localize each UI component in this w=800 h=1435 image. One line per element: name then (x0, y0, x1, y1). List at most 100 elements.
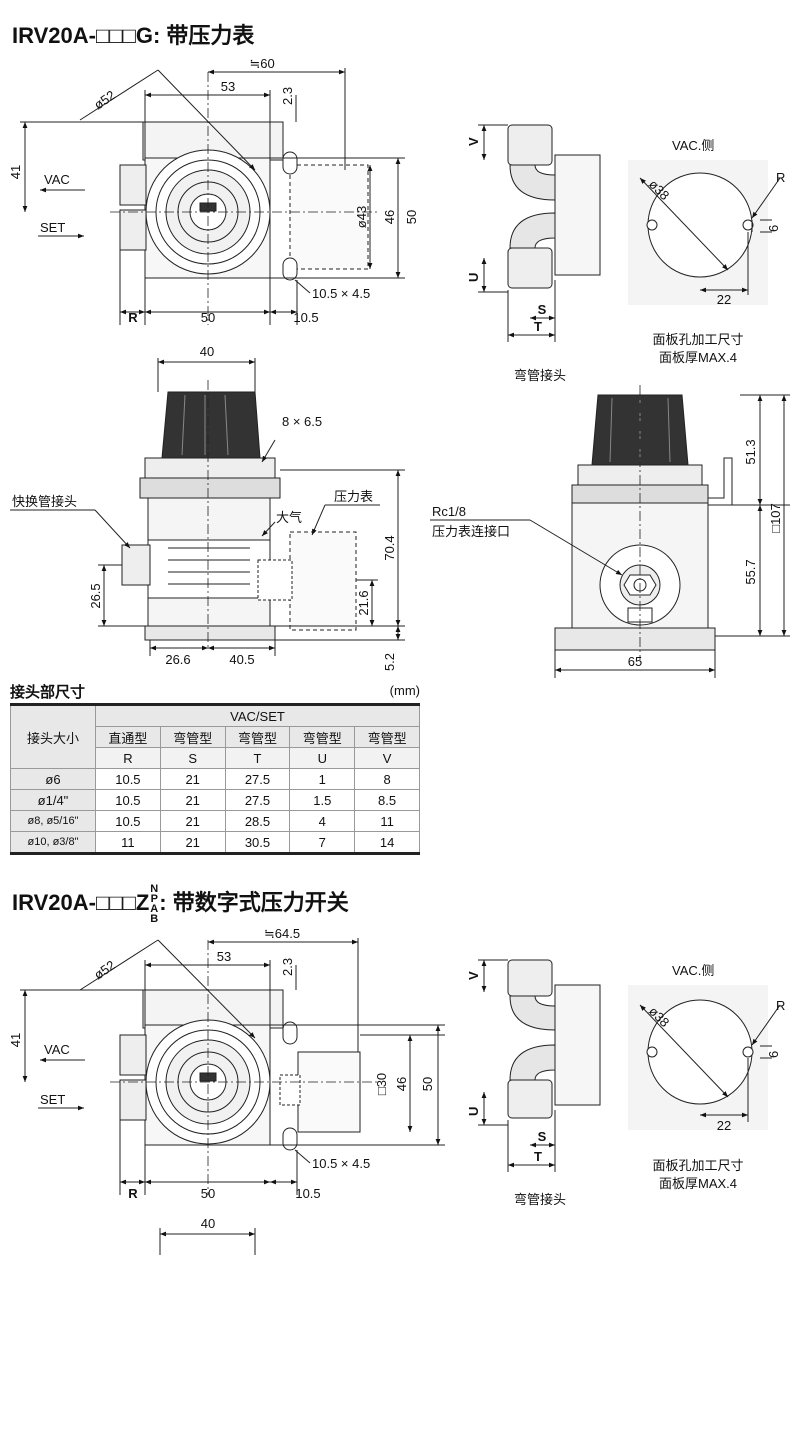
s1-top-view (20, 68, 405, 325)
cell: 7 (289, 831, 356, 854)
cell: 1.5 (289, 789, 356, 811)
label-gauge-port: 压力表连接口 (432, 524, 510, 539)
panel-caption-2: 面板厚MAX.4 (659, 350, 737, 365)
cell: 11 (354, 810, 420, 832)
front-dim-21-6: 21.6 (356, 590, 371, 615)
col-v: V (354, 747, 420, 769)
panel-vac-side: VAC.侧 (672, 138, 714, 153)
option-a: A (150, 903, 159, 915)
table-row: ø6 10.5 21 27.5 1 8 (10, 768, 420, 790)
side-dim-107: □107 (768, 503, 783, 533)
s2-elbow-view (478, 959, 601, 1172)
elbow-caption: 弯管接头 (514, 368, 566, 383)
row-size: ø8, ø5/16" (10, 810, 96, 832)
label-vac: VAC (44, 172, 70, 187)
elbow-v: V (466, 137, 481, 146)
section2-title-prefix: IRV20A-□□□Z (12, 889, 150, 915)
s2-dim-dia-52: ø52 (91, 957, 118, 982)
front-dim-26-6: 26.6 (165, 652, 190, 667)
front-dim-hole: 8 × 6.5 (282, 414, 322, 429)
s2-panel-view (628, 985, 781, 1130)
s2-top-view (20, 938, 445, 1255)
s2-dim-41: 41 (8, 1033, 23, 1047)
s1-side-view (430, 385, 790, 678)
cell: 21 (159, 768, 226, 790)
dim-53: 53 (221, 79, 235, 94)
cell: 27.5 (224, 789, 291, 811)
table: 接头大小 VAC/SET 直通型 弯管型 弯管型 弯管型 弯管型 R S T U… (10, 703, 420, 855)
table-row: ø1/4" 10.5 21 27.5 1.5 8.5 (10, 789, 420, 811)
cell: 4 (289, 810, 356, 832)
cell: 21 (159, 789, 226, 811)
option-n: N (150, 883, 159, 895)
s2-panel-r: R (776, 998, 785, 1013)
s2-dim-53: 53 (217, 949, 231, 964)
panel-22: 22 (717, 292, 731, 307)
dim-approx-60: ≒60 (249, 56, 274, 71)
row-header: 接头大小 (10, 704, 96, 769)
panel-6: 6 (766, 225, 781, 232)
s2-dim-approx-64-5: ≒64.5 (264, 926, 300, 941)
col-s: S (159, 747, 226, 769)
type-2: 弯管型 (224, 726, 291, 748)
table-row: ø10, ø3/8" 11 21 30.5 7 14 (10, 831, 420, 854)
section2-title-suffix: : 带数字式压力开关 (159, 889, 349, 915)
col-u: U (289, 747, 356, 769)
group-header: VAC/SET (95, 704, 420, 727)
cell: 21 (159, 831, 226, 854)
dim-r: R (128, 310, 138, 325)
side-dim-65: 65 (628, 654, 642, 669)
front-dim-40: 40 (200, 344, 214, 359)
s2-dim-40: 40 (201, 1216, 215, 1231)
elbow-u: U (466, 273, 481, 282)
option-b: B (150, 913, 159, 925)
elbow-s: S (538, 302, 547, 317)
s2-dim-10-5: 10.5 (295, 1186, 320, 1201)
dim-41: 41 (8, 165, 23, 179)
cell: 8.5 (354, 789, 420, 811)
front-dim-70-4: 70.4 (382, 535, 397, 560)
row-size: ø1/4" (10, 789, 96, 811)
s2-panel-22: 22 (717, 1118, 731, 1133)
cell: 10.5 (95, 789, 161, 811)
s2-panel-caption-1: 面板孔加工尺寸 (652, 1158, 743, 1173)
s2-elbow-caption: 弯管接头 (514, 1192, 566, 1207)
cell: 11 (95, 831, 161, 854)
cell: 10.5 (95, 768, 161, 790)
elbow-t: T (534, 319, 542, 334)
type-1: 弯管型 (159, 726, 226, 748)
s2-dim-2-3: 2.3 (280, 958, 295, 976)
s2-dim-slot: 10.5 × 4.5 (312, 1156, 370, 1171)
dim-46: 46 (382, 210, 397, 224)
s2-elbow-u: U (466, 1107, 481, 1116)
s2-panel-6: 6 (766, 1051, 781, 1058)
col-r: R (95, 747, 161, 769)
s2-elbow-v: V (466, 971, 481, 980)
cell: 1 (289, 768, 356, 790)
row-size: ø10, ø3/8" (10, 831, 96, 854)
table-title: 接头部尺寸 (10, 684, 86, 701)
s2-label-vac: VAC (44, 1042, 70, 1057)
cell: 10.5 (95, 810, 161, 832)
section1-title: IRV20A-□□□G: 带压力表 (12, 23, 255, 48)
cell: 8 (354, 768, 420, 790)
s2-dim-46: 46 (394, 1077, 409, 1091)
cell: 27.5 (224, 768, 291, 790)
dim-10-5: 10.5 (293, 310, 318, 325)
dim-dia-43: ø43 (354, 206, 369, 228)
connector-dimension-table: 接头部尺寸 (mm) 接头大小 VAC/SET 直通型 弯管型 弯管型 弯管型 … (10, 681, 420, 855)
type-4: 弯管型 (354, 726, 420, 748)
s2-elbow-t: T (534, 1149, 542, 1164)
dim-50-v: 50 (404, 210, 419, 224)
table-row: ø8, ø5/16" 10.5 21 28.5 4 11 (10, 810, 420, 832)
cell: 14 (354, 831, 420, 854)
s1-panel-view (628, 160, 781, 305)
front-dim-5-2: 5.2 (382, 653, 397, 671)
panel-r: R (776, 170, 785, 185)
front-dim-26-5: 26.5 (88, 583, 103, 608)
label-set: SET (40, 220, 65, 235)
type-3: 弯管型 (289, 726, 356, 748)
label-rc-1-8: Rc1/8 (432, 504, 466, 519)
